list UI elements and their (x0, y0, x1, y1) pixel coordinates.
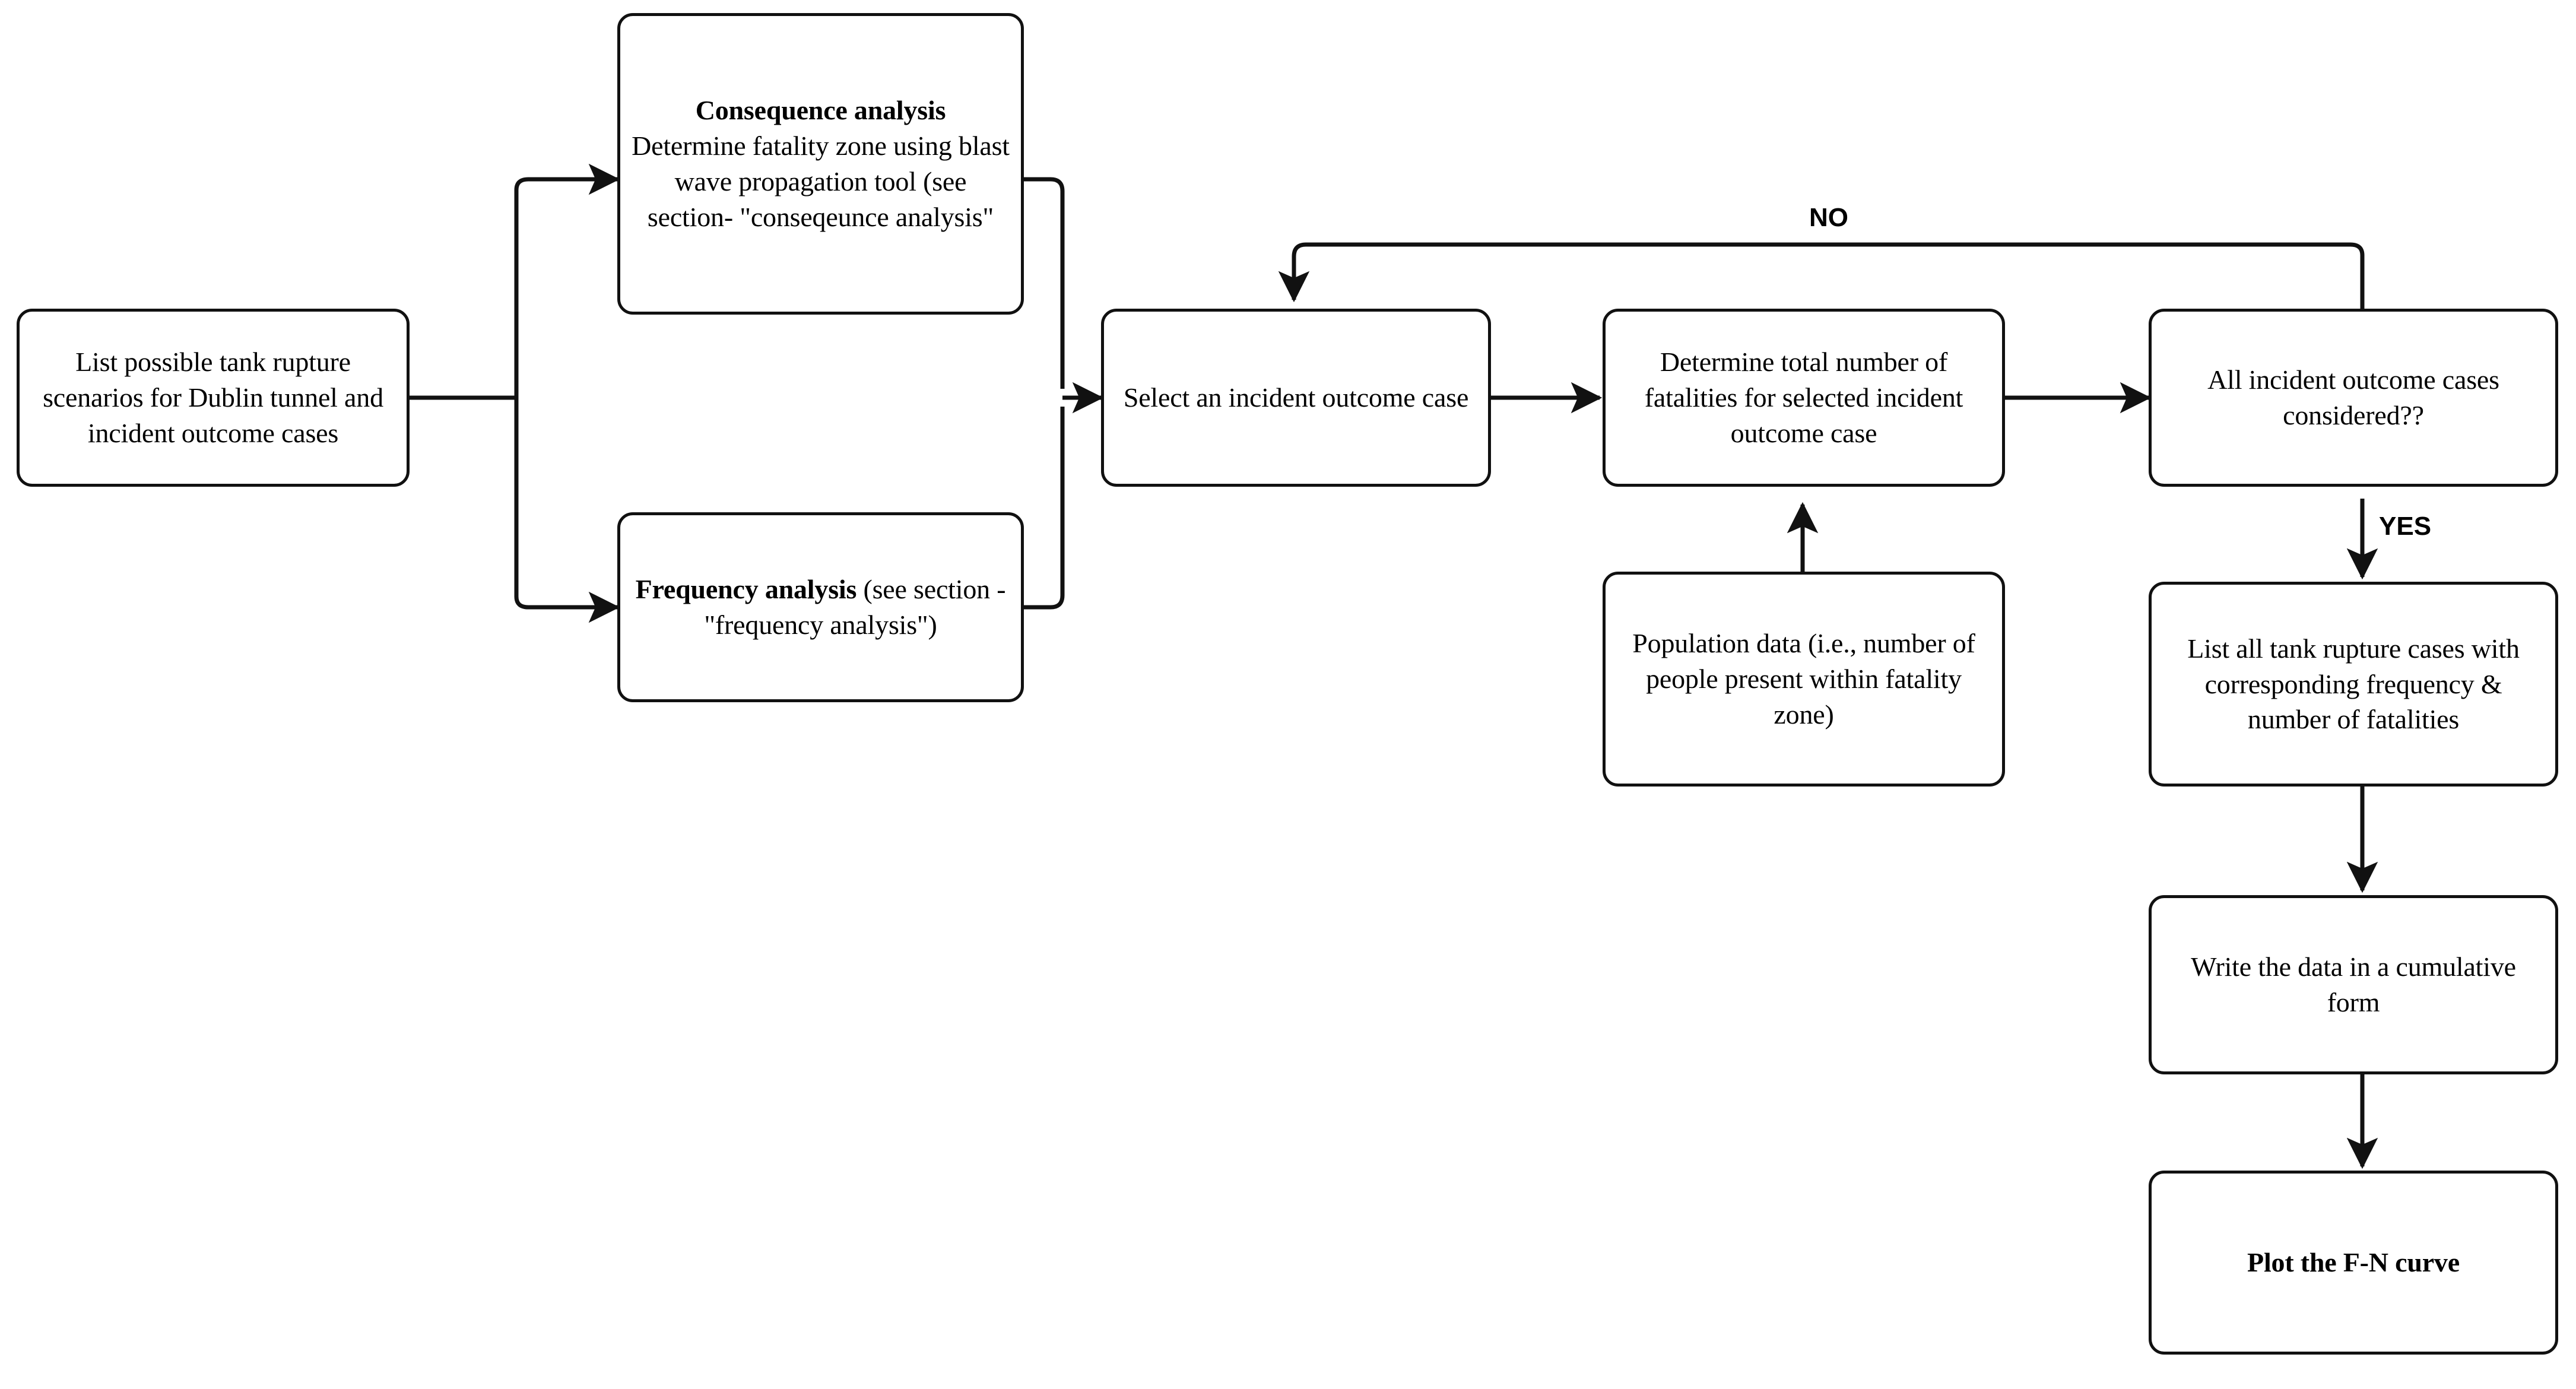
node-determine-total-fatalities-label: Determine total number of fatalities for… (1644, 347, 1963, 448)
node-population-data[interactable]: Population data (i.e., number of people … (1603, 572, 2005, 787)
node-list-all-tank-rupture-cases[interactable]: List all tank rupture cases with corresp… (2149, 582, 2558, 787)
node-frequency-analysis-heading: Frequency analysis (635, 574, 857, 605)
node-all-cases-considered-label: All incident outcome cases considered?? (2207, 364, 2499, 430)
node-select-incident-outcome-case-label: Select an incident outcome case (1123, 382, 1469, 413)
edge-start-to-frequency (514, 398, 620, 623)
node-write-cumulative-form-label: Write the data in a cumulative form (2191, 952, 2516, 1017)
node-list-scenarios[interactable]: List possible tank rupture scenarios for… (17, 309, 410, 487)
node-consequence-analysis-body: Determine fatality zone using blast wave… (632, 131, 1010, 232)
node-write-cumulative-form[interactable]: Write the data in a cumulative form (2149, 895, 2558, 1074)
edge-start-to-consequence (514, 163, 620, 398)
edge-no-feedback (1278, 242, 2365, 313)
node-consequence-analysis-heading: Consequence analysis (695, 95, 946, 126)
node-frequency-analysis[interactable]: Frequency analysis (see section - "frequ… (617, 512, 1024, 702)
node-list-scenarios-label: List possible tank rupture scenarios for… (43, 347, 383, 448)
node-all-cases-considered[interactable]: All incident outcome cases considered?? (2149, 309, 2558, 487)
edge-label-yes: YES (2379, 512, 2432, 541)
edge-label-no: NO (1809, 203, 1848, 232)
node-consequence-analysis[interactable]: Consequence analysis Determine fatality … (617, 13, 1024, 315)
node-select-incident-outcome-case[interactable]: Select an incident outcome case (1101, 309, 1491, 487)
edge-frequency-to-merge (1024, 407, 1065, 610)
node-determine-total-fatalities[interactable]: Determine total number of fatalities for… (1603, 309, 2005, 487)
node-population-data-label: Population data (i.e., number of people … (1632, 628, 1975, 730)
node-plot-fn-curve[interactable]: Plot the F-N curve (2149, 1171, 2558, 1355)
edge-consequence-to-merge (1024, 177, 1065, 389)
node-list-all-tank-rupture-cases-label: List all tank rupture cases with corresp… (2187, 633, 2520, 735)
node-plot-fn-curve-label: Plot the F-N curve (2247, 1247, 2460, 1278)
node-frequency-analysis-body: (see section - "frequency analysis") (704, 574, 1006, 640)
